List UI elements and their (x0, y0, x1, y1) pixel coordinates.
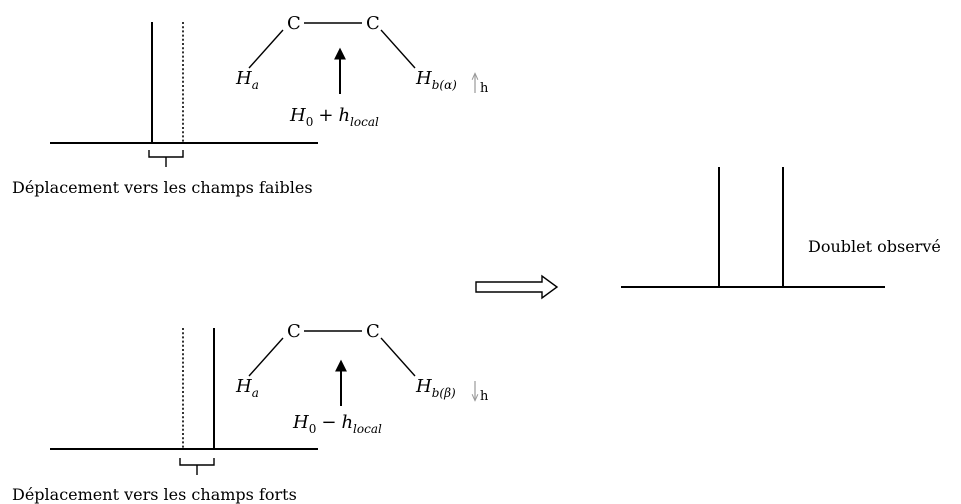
top-h-b: Hb(α) (415, 68, 457, 92)
bottom-shift-bracket (179, 458, 215, 475)
bottom-panel: Déplacement vers les champs forts C C Ha… (12, 321, 489, 504)
top-spectrum: Déplacement vers les champs faibles (12, 22, 318, 197)
top-atom-c-left: C (287, 13, 301, 34)
bottom-h-a: Ha (235, 376, 259, 400)
top-h-a: Ha (235, 68, 259, 92)
result-label: Doublet observé (808, 237, 941, 256)
top-caption: Déplacement vers les champs faibles (12, 178, 313, 197)
top-bond-c-hb (380, 29, 416, 69)
top-spin-label: h (480, 81, 489, 96)
top-bond-c-ha (248, 29, 284, 69)
bottom-spin-label: h (480, 389, 489, 404)
top-shift-bracket (148, 150, 184, 167)
bottom-atom-c-left: C (287, 321, 301, 342)
bottom-bond-c-hb (380, 337, 416, 377)
top-molecule: C C Ha Hb(α) h H0+hlocal (235, 13, 489, 129)
bottom-spectrum: Déplacement vers les champs forts (12, 328, 318, 504)
bottom-bond-c-ha (248, 337, 284, 377)
bottom-caption: Déplacement vers les champs forts (12, 485, 297, 504)
bottom-h-b: Hb(β) (415, 376, 456, 400)
top-field-label: H0+hlocal (289, 105, 379, 129)
top-atom-c-right: C (366, 13, 380, 34)
implication-arrow (475, 274, 559, 300)
bottom-molecule: C C Ha Hb(β) h H0−hlocal (235, 321, 489, 436)
bottom-field-label: H0−hlocal (292, 412, 382, 436)
top-panel: Déplacement vers les champs faibles C C … (12, 13, 489, 197)
result-panel: Doublet observé (621, 167, 941, 288)
bottom-atom-c-right: C (366, 321, 380, 342)
